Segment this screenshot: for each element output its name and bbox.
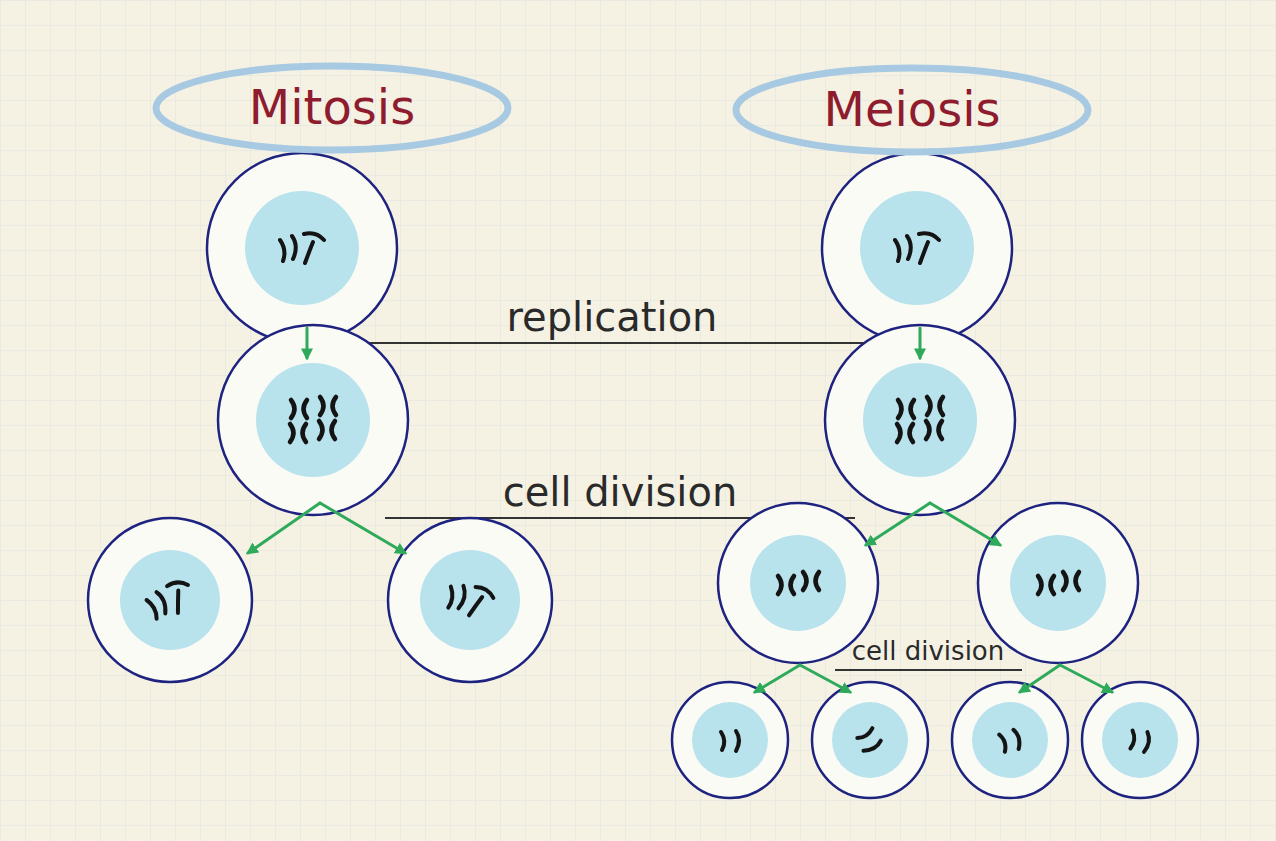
ellipse-stroke xyxy=(156,66,508,150)
cell-membrane xyxy=(952,682,1068,798)
step-label: cell division xyxy=(852,637,1005,667)
cell-nucleus xyxy=(832,702,908,778)
cell-nucleus xyxy=(692,702,768,778)
chromosomes xyxy=(721,731,739,751)
process-arrow xyxy=(755,665,800,692)
cell-nucleus xyxy=(750,535,846,631)
cell-nucleus xyxy=(1010,535,1106,631)
cell-membrane xyxy=(218,325,408,515)
chromosomes xyxy=(280,233,324,263)
process-arrow xyxy=(1020,665,1060,692)
cell-membrane xyxy=(825,325,1015,515)
cell-nucleus xyxy=(420,550,520,650)
label-underline xyxy=(835,669,1022,671)
process-arrow xyxy=(919,328,922,358)
process-arrow xyxy=(248,503,320,553)
chromosomes xyxy=(1129,730,1150,753)
cell-membrane xyxy=(388,518,552,682)
step-label: replication xyxy=(507,294,718,340)
heading-text: Mitosis xyxy=(249,80,415,135)
heading-ellipse: Meiosis xyxy=(732,64,1092,156)
cell-membrane xyxy=(812,682,928,798)
cell-membrane xyxy=(672,682,788,798)
process-arrow xyxy=(866,503,930,545)
label-underline xyxy=(350,342,890,344)
chromosomes xyxy=(1038,572,1079,594)
cell-membrane xyxy=(1082,682,1198,798)
process-arrow xyxy=(930,503,1000,545)
ellipse-stroke xyxy=(736,68,1088,152)
chromosomes xyxy=(445,580,495,620)
process-arrow xyxy=(1060,665,1112,692)
cell-membrane xyxy=(207,153,397,343)
step-label: cell division xyxy=(503,469,738,515)
cell-nucleus xyxy=(1102,702,1178,778)
cell-nucleus xyxy=(256,363,370,477)
chromosomes xyxy=(778,572,819,594)
process-arrow xyxy=(320,503,405,553)
heading-text: Meiosis xyxy=(824,82,1001,137)
cell-nucleus xyxy=(972,702,1048,778)
process-arrow xyxy=(306,328,309,358)
cell-membrane xyxy=(88,518,252,682)
chromosomes xyxy=(897,397,943,442)
chromosomes xyxy=(895,233,939,263)
chromosomes xyxy=(144,579,196,622)
cell-membrane xyxy=(822,153,1012,343)
cell-nucleus xyxy=(120,550,220,650)
cell-nucleus xyxy=(860,191,974,305)
cell-nucleus xyxy=(245,191,359,305)
cell-nucleus xyxy=(863,363,977,477)
process-arrow xyxy=(800,665,850,692)
chromosomes xyxy=(999,729,1022,753)
chromosomes xyxy=(290,397,336,442)
chromosomes xyxy=(856,728,882,754)
heading-ellipse: Mitosis xyxy=(152,62,512,154)
